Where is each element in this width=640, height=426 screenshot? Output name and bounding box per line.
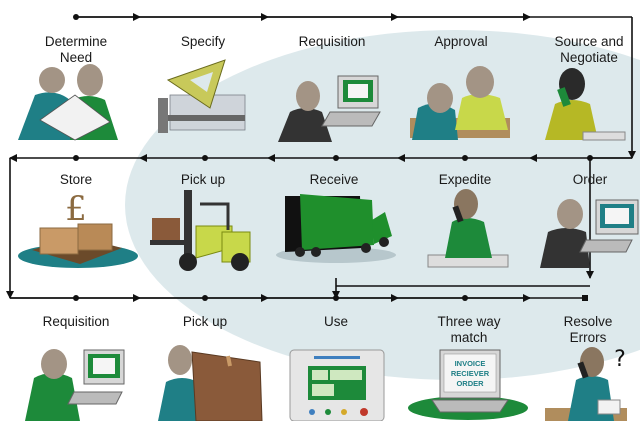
invoice-text: INVOICE	[455, 359, 486, 368]
specify-icon	[158, 59, 246, 133]
receiver-text: RECIEVER	[451, 369, 490, 378]
expedite-icon	[427, 189, 509, 268]
step-three-way-match: Three way match	[437, 314, 501, 345]
pickup-box-icon	[158, 345, 263, 422]
order-text: ORDER	[456, 379, 484, 388]
step-approval: Approval	[434, 34, 488, 49]
store-icon: £	[18, 189, 138, 268]
currency-glyph: £	[65, 189, 87, 229]
requisition-top-icon	[278, 75, 381, 142]
source-negotiate-icon	[545, 68, 626, 141]
step-use: Use	[323, 314, 348, 329]
step-pickup-box: Pick up	[182, 314, 228, 329]
step-receive: Receive	[309, 172, 359, 187]
determine-need-icon	[18, 64, 118, 141]
truck-icon	[276, 194, 396, 263]
requisition-bottom-icon	[25, 349, 125, 421]
order-icon	[540, 199, 639, 268]
step-expedite: Expedite	[438, 172, 492, 187]
step-determine-need: Determine Need	[44, 34, 108, 65]
step-requisition-bottom: Requisition	[42, 314, 110, 329]
step-specify: Specify	[180, 34, 226, 49]
question-mark: ?	[614, 347, 626, 372]
use-machine-icon	[289, 349, 385, 422]
approval-icon	[410, 66, 510, 140]
step-store: Store	[59, 172, 93, 187]
step-requisition-top: Requisition	[298, 34, 366, 49]
step-resolve-errors: Resolve Errors	[563, 314, 613, 345]
step-order: Order	[572, 172, 608, 187]
three-way-match-icon: INVOICE RECIEVER ORDER	[408, 349, 528, 420]
background-ellipse	[125, 30, 640, 380]
step-pickup-forklift: Pick up	[180, 172, 226, 187]
step-markers	[73, 14, 593, 301]
forklift-icon	[150, 190, 251, 271]
step-source-negotiate: Source and Negotiate	[554, 34, 624, 65]
resolve-errors-icon: ?	[545, 347, 627, 421]
